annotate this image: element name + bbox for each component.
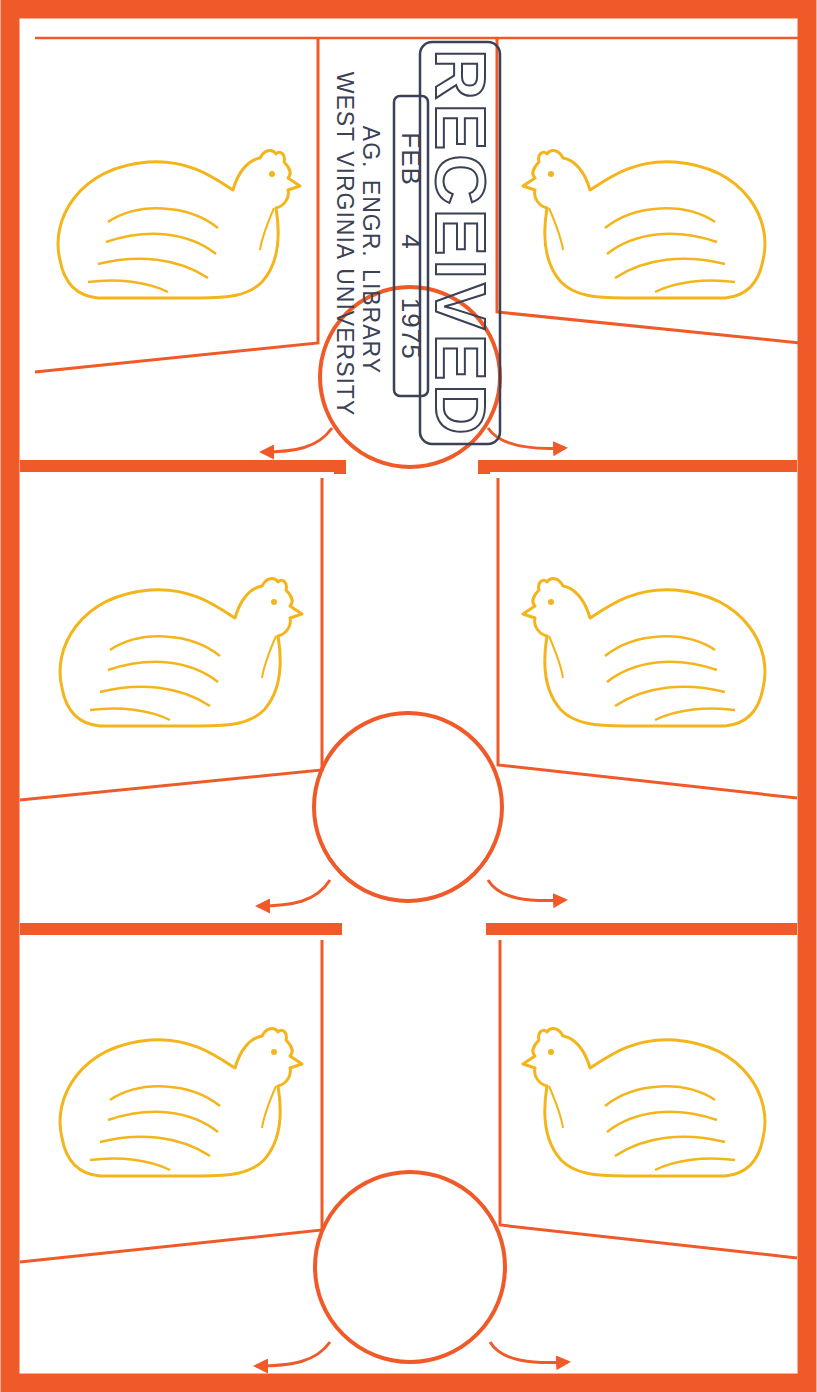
stamp-heading: RECEIVED bbox=[420, 44, 500, 444]
stamp-text: WEST VIRGINIA UNIVERSITY bbox=[331, 54, 359, 434]
stamp-text: AG. ENGR. LIBRARY bbox=[357, 85, 385, 415]
stamp-text: FEB 4 1975 bbox=[396, 101, 426, 391]
